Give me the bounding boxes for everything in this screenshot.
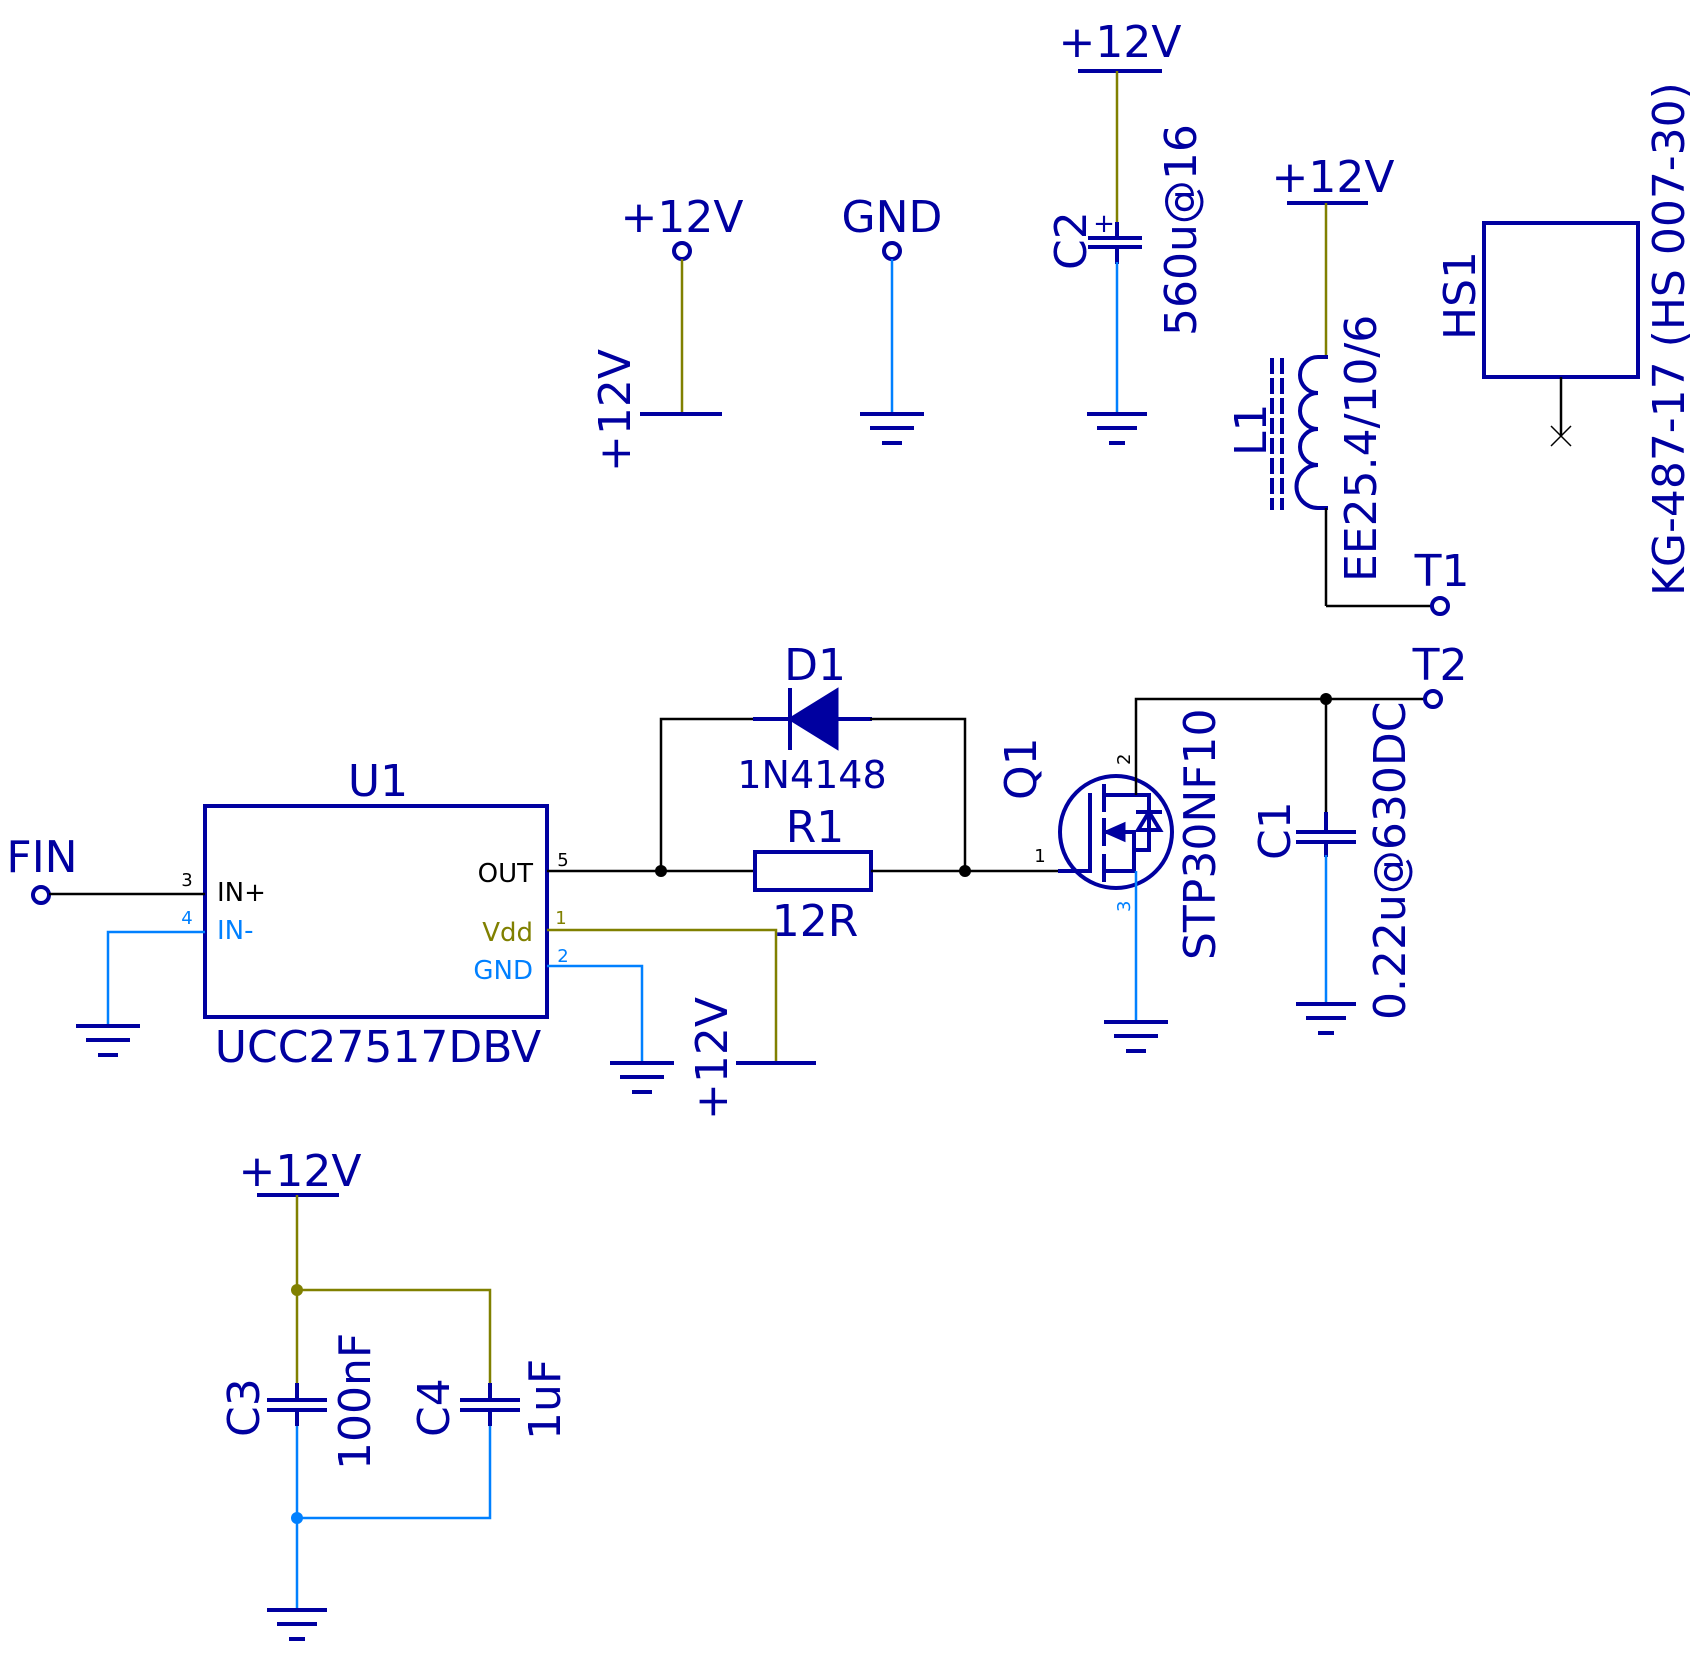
ground-symbol-icon xyxy=(76,1024,140,1057)
pin-name-in-minus: IN- xyxy=(217,916,254,946)
capacitor-c1[interactable]: C1 0.22u@630DC xyxy=(1250,699,1416,1035)
diode-triangle-icon xyxy=(787,687,839,751)
port-t2[interactable]: T2 xyxy=(1412,640,1468,709)
mosfet-q1[interactable]: Q1 1 2 3 STP30NF10 xyxy=(996,708,1226,960)
heatsink-hs1[interactable]: HS1 KG-487-17 (HS 007-30) xyxy=(1435,82,1695,596)
pin-name-gnd: GND xyxy=(473,956,533,986)
l1-ref-label: L1 xyxy=(1226,403,1277,456)
inductor-core-icon xyxy=(1270,358,1284,510)
port-terminal-icon[interactable] xyxy=(672,241,692,261)
pin-number: 3 xyxy=(1114,901,1135,912)
ground-symbol-icon xyxy=(1296,1002,1356,1035)
q1-value-label: STP30NF10 xyxy=(1175,708,1226,960)
c4-ref-label: C4 xyxy=(409,1378,460,1437)
t1-label: T1 xyxy=(1414,546,1470,597)
heatsink-body-icon xyxy=(1482,221,1640,379)
pin-number: 1 xyxy=(1034,846,1045,867)
hs1-ref-label: HS1 xyxy=(1435,251,1486,340)
ic-body-icon xyxy=(203,804,549,1019)
pin-number: 5 xyxy=(557,850,568,871)
u1-value-label: UCC27517DBV xyxy=(215,1022,541,1073)
port-terminal-icon[interactable] xyxy=(1430,596,1450,616)
pin-name-vdd: Vdd xyxy=(482,918,533,948)
r1-ref-label: R1 xyxy=(786,802,845,853)
ground-symbol-icon xyxy=(267,1608,327,1641)
resistor-r1[interactable]: R1 12R xyxy=(753,802,873,947)
gnd-port-label: GND xyxy=(842,192,943,243)
polarity-plus-icon: + xyxy=(1093,209,1115,239)
q1-ref-label: Q1 xyxy=(996,737,1047,800)
power-symbol-12v-label: +12V xyxy=(590,349,641,472)
c1-value-label: 0.22u@630DC xyxy=(1365,702,1416,1020)
port-fin[interactable]: FIN xyxy=(6,832,205,905)
diode-d1[interactable]: D1 1N4148 xyxy=(737,640,886,797)
pin-number: 1 xyxy=(555,908,566,929)
ground-symbol-icon xyxy=(1087,412,1147,445)
c2-ref-label: C2 xyxy=(1046,211,1097,270)
c2-value-label: 560u@16 xyxy=(1156,124,1207,336)
resistor-body-icon xyxy=(753,850,873,892)
d1-value-label: 1N4148 xyxy=(737,753,886,797)
wire-gnd xyxy=(106,930,205,1026)
power-port-12v-label: +12V xyxy=(621,192,744,243)
fin-label: FIN xyxy=(6,832,77,883)
r1-value-label: 12R xyxy=(772,896,859,947)
power-symbol-12v-label: +12V xyxy=(1059,17,1182,68)
inductor-coil-icon xyxy=(1294,355,1328,510)
power-port-12v[interactable]: +12V +12V xyxy=(590,192,743,472)
port-terminal-icon[interactable] xyxy=(1423,689,1443,709)
capacitor-c3[interactable]: C3 100nF xyxy=(219,1333,381,1470)
capacitor-c2[interactable]: +12V + C2 560u@16 xyxy=(1046,17,1207,445)
pin-number: 2 xyxy=(557,946,568,967)
power-symbol-12v-label: +12V xyxy=(239,1146,362,1197)
power-symbol-12v-label: +12V xyxy=(1272,152,1395,203)
wire-gate xyxy=(870,717,967,871)
u1-ref-label: U1 xyxy=(348,756,408,807)
l1-value-label: EE25.4/10/6 xyxy=(1336,315,1387,582)
wire-out xyxy=(659,717,755,871)
ground-symbol-icon xyxy=(610,1061,674,1094)
inductor-l1[interactable]: +12V L1 EE25.4/10/6 xyxy=(1226,152,1432,608)
ground-symbol-icon xyxy=(1104,1020,1168,1053)
capacitor-c4[interactable]: C4 1uF xyxy=(409,1359,571,1440)
port-terminal-icon[interactable] xyxy=(31,885,51,905)
c4-value-label: 1uF xyxy=(520,1359,571,1440)
mosfet-body-icon xyxy=(1058,774,1174,890)
wire-gnd xyxy=(297,1424,492,1520)
c1-ref-label: C1 xyxy=(1250,801,1301,860)
power-symbol-12v-label: +12V xyxy=(687,997,738,1120)
ground-symbol-icon xyxy=(860,412,924,445)
pin-number: 3 xyxy=(181,870,192,891)
power-port-gnd[interactable]: GND xyxy=(842,192,943,445)
wire-12v xyxy=(297,1288,492,1385)
wire-12v xyxy=(547,928,778,1063)
pin-name-out: OUT xyxy=(478,859,533,889)
c3-value-label: 100nF xyxy=(330,1333,381,1470)
d1-ref-label: D1 xyxy=(784,640,846,691)
port-terminal-icon[interactable] xyxy=(882,241,902,261)
junction-dot xyxy=(959,865,971,877)
pin-number: 2 xyxy=(1114,754,1135,765)
c3-ref-label: C3 xyxy=(219,1378,270,1437)
mosfet-symbol-icon xyxy=(1058,784,1164,882)
pin-name-in-plus: IN+ xyxy=(217,878,266,908)
t2-label: T2 xyxy=(1412,640,1468,691)
decoupling-network: +12V xyxy=(239,1146,492,1641)
pin-number: 4 xyxy=(181,908,192,929)
port-t1[interactable]: T1 xyxy=(1414,546,1470,616)
hs1-value-label: KG-487-17 (HS 007-30) xyxy=(1644,82,1695,596)
ic-u1[interactable]: U1 UCC27517DBV 3 IN+ 4 IN- 5 OUT 1 Vdd 2… xyxy=(181,756,568,1073)
no-connect-icon xyxy=(1550,425,1572,447)
wire-gnd xyxy=(547,964,644,1063)
